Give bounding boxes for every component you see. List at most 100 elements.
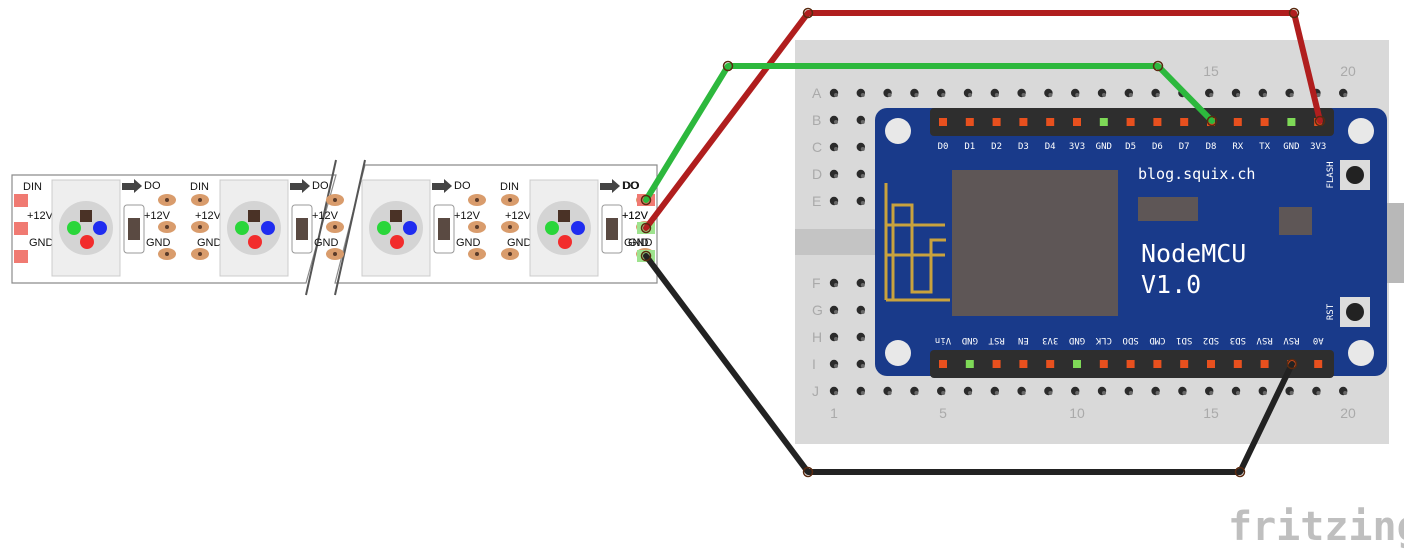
pin-clk[interactable] [1099, 360, 1108, 368]
v12-label: +12V [454, 210, 481, 222]
pad-gnd[interactable] [14, 250, 28, 263]
pad-din[interactable] [14, 194, 28, 207]
do-label: DO [312, 180, 329, 192]
copper-pad-hole [508, 225, 512, 229]
breadboard-hole-shade [860, 391, 865, 395]
breadboard-hole-shade [1182, 391, 1187, 395]
pin-label: D8 [1206, 142, 1217, 152]
pin-label: GND [1283, 142, 1299, 152]
row-label-c: C [812, 139, 822, 155]
pin-d3[interactable] [1019, 118, 1028, 126]
pin-vin[interactable] [939, 360, 947, 368]
row-label-d: D [812, 166, 822, 182]
pin-rsv[interactable] [1260, 360, 1269, 368]
pin-d1[interactable] [965, 118, 974, 126]
wire-green-data[interactable] [643, 63, 1215, 203]
pin-d6[interactable] [1153, 118, 1162, 126]
led-red [248, 235, 262, 249]
pin-rx[interactable] [1233, 118, 1242, 126]
breadboard-hole-shade [860, 147, 865, 151]
wire-red-power[interactable] [643, 10, 1323, 231]
wire-endpoint[interactable] [802, 7, 814, 19]
breadboard-hole-shade [1316, 93, 1321, 97]
pin-a0[interactable] [1314, 360, 1323, 368]
row-label-a: A [812, 85, 822, 101]
pad-12v[interactable] [14, 222, 28, 235]
copper-pad-hole [165, 198, 169, 202]
copper-pad-hole [333, 198, 337, 202]
wire-endpoint[interactable] [1234, 466, 1246, 478]
wire-endpoint[interactable] [1206, 115, 1218, 127]
breadboard-hole-shade [860, 337, 865, 341]
flash-label: FLASH [1326, 161, 1336, 188]
led-units: DO+12VGNDDIN+12VGNDDO+12VGNDDO+12VGNDDIN… [51, 179, 654, 277]
pin-en[interactable] [1019, 360, 1028, 368]
pin-label: D1 [964, 142, 975, 152]
pin-d5[interactable] [1126, 118, 1135, 126]
pin-cmd[interactable] [1153, 360, 1162, 368]
col-number-top-15: 15 [1203, 63, 1219, 79]
breadboard-hole-shade [860, 174, 865, 178]
led-die [558, 210, 570, 222]
breadboard-hole-shade [1262, 93, 1267, 97]
led-die [390, 210, 402, 222]
pin-tx[interactable] [1260, 118, 1269, 126]
wire-endpoint[interactable] [640, 250, 652, 262]
breadboard-hole-shade [1316, 391, 1321, 395]
wire-endpoint[interactable] [802, 466, 814, 478]
v12-label: +12V [144, 210, 171, 222]
col-number-bottom-20: 20 [1340, 405, 1356, 421]
do-label: DO [622, 180, 639, 192]
pin-sdo[interactable] [1126, 360, 1135, 368]
breadboard-hole-shade [914, 93, 919, 97]
copper-pad-hole [508, 198, 512, 202]
wire-black-ground[interactable] [643, 253, 1295, 475]
pin-sd3[interactable] [1233, 360, 1242, 368]
wire-endpoint[interactable] [640, 222, 652, 234]
breadboard-hole-shade [834, 283, 838, 287]
flash-button-knob [1346, 166, 1364, 184]
pin-d7[interactable] [1180, 118, 1189, 126]
breadboard-hole-shade [1128, 93, 1133, 97]
breadboard-hole-shade [834, 120, 838, 124]
do-label: DO [144, 180, 161, 192]
wire-endpoint[interactable] [722, 60, 734, 72]
led-green [545, 221, 559, 235]
pin-gnd[interactable] [1099, 118, 1108, 126]
breadboard-hole-shade [834, 174, 838, 178]
pin-sd2[interactable] [1207, 360, 1215, 368]
gnd-label: GND [456, 237, 481, 249]
wire-endpoint[interactable] [640, 194, 652, 206]
pin-sd1[interactable] [1180, 360, 1189, 368]
breadboard-hole-shade [887, 93, 892, 97]
pin-label: SD3 [1230, 335, 1246, 345]
capacitor-core [438, 218, 450, 240]
pin-label: D2 [991, 142, 1002, 152]
breadboard-hole-shade [887, 391, 892, 395]
led-green [377, 221, 391, 235]
wire-endpoint[interactable] [1314, 115, 1326, 127]
pin-3v3[interactable] [1073, 118, 1081, 126]
col-number-bottom-15: 15 [1203, 405, 1219, 421]
pin-gnd[interactable] [1073, 360, 1081, 368]
wire-endpoint[interactable] [1152, 60, 1164, 72]
pin-d0[interactable] [939, 118, 947, 126]
wire-endpoint[interactable] [1286, 358, 1298, 370]
pin-d2[interactable] [992, 118, 1001, 126]
bottom-pins [939, 360, 1323, 368]
left-12v-label: +12V [27, 210, 54, 222]
pin-rst[interactable] [992, 360, 1001, 368]
pin-3v3[interactable] [1046, 360, 1055, 368]
wire-endpoint[interactable] [1288, 7, 1300, 19]
breadboard-hole-shade [860, 201, 865, 205]
pin-d4[interactable] [1046, 118, 1055, 126]
row-label-g: G [812, 302, 823, 318]
pin-gnd[interactable] [1287, 118, 1296, 126]
pin-gnd[interactable] [965, 360, 974, 368]
pin-label: RX [1232, 142, 1243, 152]
breadboard-hole-shade [1289, 391, 1294, 395]
v12-label: +12V [622, 210, 649, 222]
led-green [235, 221, 249, 235]
